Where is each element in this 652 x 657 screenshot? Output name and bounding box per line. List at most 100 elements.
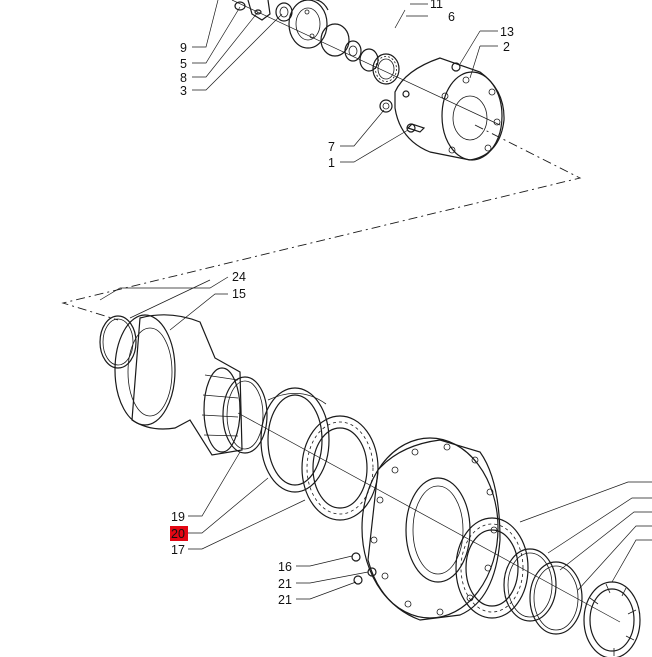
part-bearing-17-inner bbox=[312, 427, 368, 509]
part-housing-hole bbox=[493, 118, 501, 126]
callout-1: 1 bbox=[328, 156, 335, 170]
part-bearing-17-rollers bbox=[306, 421, 374, 515]
part-slotted-nut bbox=[583, 581, 641, 657]
leader-24-and-15-base bbox=[99, 276, 229, 301]
callout-5: 5 bbox=[180, 57, 187, 71]
axis-lower bbox=[237, 412, 621, 623]
part-washer bbox=[344, 40, 362, 62]
callout-13: 13 bbox=[500, 25, 514, 39]
part-wheel-hub-bore-inner bbox=[412, 485, 464, 575]
callout-21b: 21 bbox=[278, 593, 292, 607]
part-spindle-15-shaft bbox=[203, 367, 241, 453]
part-nut-7 bbox=[379, 99, 393, 113]
leader-13 bbox=[459, 30, 498, 65]
callout-6: 6 bbox=[448, 10, 455, 24]
part-housing-2 bbox=[394, 57, 505, 161]
part-snap-ring-19 bbox=[222, 376, 268, 454]
leader-1 bbox=[340, 129, 409, 163]
leader-right-3 bbox=[559, 511, 652, 571]
assembly-connection-line bbox=[61, 124, 582, 321]
part-o-ring-upper bbox=[320, 23, 350, 57]
leader-20 bbox=[188, 477, 269, 534]
callout-16: 16 bbox=[278, 560, 292, 574]
leader-right-2 bbox=[547, 497, 652, 554]
part-ring-20-edge bbox=[267, 392, 327, 405]
part-ring-right-b bbox=[529, 561, 583, 635]
callout-20: 20 bbox=[171, 527, 185, 541]
leader-19 bbox=[188, 451, 241, 517]
part-ring-20 bbox=[260, 387, 330, 493]
leader-7 bbox=[340, 109, 385, 147]
part-snap-ring-19-inner bbox=[226, 380, 264, 450]
part-nut-21-b bbox=[353, 575, 363, 585]
leader-21a bbox=[296, 571, 369, 584]
upper-assembly bbox=[231, 0, 505, 161]
part-o-ring-24-inner bbox=[102, 318, 134, 366]
leader-16 bbox=[296, 555, 353, 567]
callout-24: 24 bbox=[232, 270, 246, 284]
leader-17 bbox=[188, 499, 306, 550]
part-spindle-15-flange bbox=[114, 314, 176, 426]
part-ring-right-a-inner bbox=[507, 552, 553, 618]
callout-3: 3 bbox=[180, 84, 187, 98]
part-nut-7-bore bbox=[382, 102, 390, 110]
part-washer-bore bbox=[348, 45, 358, 57]
part-slotted-nut-bore bbox=[589, 588, 635, 652]
callout-9: 9 bbox=[180, 41, 187, 55]
part-housing-hole bbox=[488, 88, 496, 96]
part-spindle-15 bbox=[131, 314, 243, 456]
part-housing-bore bbox=[452, 95, 488, 141]
callout-21a: 21 bbox=[278, 577, 292, 591]
part-small-screw bbox=[234, 1, 246, 11]
part-pin bbox=[254, 9, 262, 15]
part-bearing-upper-rollers bbox=[375, 56, 397, 82]
callout-17: 17 bbox=[171, 543, 185, 557]
part-ring-20-inner bbox=[267, 394, 323, 486]
part-wheel-hub-flange bbox=[361, 437, 499, 619]
callout-20-highlight bbox=[170, 526, 188, 541]
part-flange-disc bbox=[288, 0, 328, 49]
leader-24 bbox=[129, 279, 211, 319]
part-housing-hole bbox=[484, 144, 492, 152]
part-bracket bbox=[247, 0, 271, 21]
callout-19: 19 bbox=[171, 510, 185, 524]
leader-3 bbox=[192, 13, 283, 91]
part-bearing-outer bbox=[455, 517, 529, 619]
callout-2: 2 bbox=[503, 40, 510, 54]
part-wheel-hub-bore bbox=[405, 477, 471, 583]
leader-6 bbox=[394, 9, 428, 29]
leader-21b bbox=[296, 581, 357, 600]
part-flange-disc-inner bbox=[295, 7, 321, 41]
callout-15: 15 bbox=[232, 287, 246, 301]
part-spindle-15-face bbox=[127, 327, 173, 417]
leader-5 bbox=[192, 6, 241, 64]
part-housing-hole bbox=[448, 146, 456, 154]
part-bearing-outer-rollers bbox=[460, 523, 524, 613]
lower-assembly bbox=[99, 314, 641, 657]
part-bolt-1 bbox=[406, 123, 426, 133]
callout-8: 8 bbox=[180, 71, 187, 85]
part-bearing-upper bbox=[372, 53, 400, 85]
part-housing-pin bbox=[402, 90, 410, 98]
callout-11: 11 bbox=[430, 0, 443, 11]
axis-upper bbox=[231, 0, 501, 126]
part-grease-nipple-13 bbox=[451, 62, 461, 72]
part-slotted-nut-slots bbox=[589, 583, 637, 656]
leader-2 bbox=[469, 45, 498, 79]
part-ring-right-a bbox=[503, 548, 557, 622]
part-wheel-hub-stud-holes bbox=[370, 443, 498, 616]
callout-7: 7 bbox=[328, 140, 335, 154]
part-washer-16 bbox=[351, 552, 361, 562]
part-o-ring-24 bbox=[99, 315, 137, 369]
part-flange-hole bbox=[304, 9, 310, 15]
part-bearing-upper-inner bbox=[377, 58, 395, 80]
leader-right-4 bbox=[577, 525, 652, 591]
part-bolt-1-head bbox=[406, 123, 416, 133]
leader-15 bbox=[169, 293, 228, 331]
part-bearing-17 bbox=[301, 415, 379, 521]
part-bearing-outer-inner bbox=[465, 529, 519, 607]
leader-right-5 bbox=[611, 539, 652, 583]
part-ring-right-b-inner bbox=[533, 565, 579, 631]
leader-9 bbox=[192, 0, 219, 48]
